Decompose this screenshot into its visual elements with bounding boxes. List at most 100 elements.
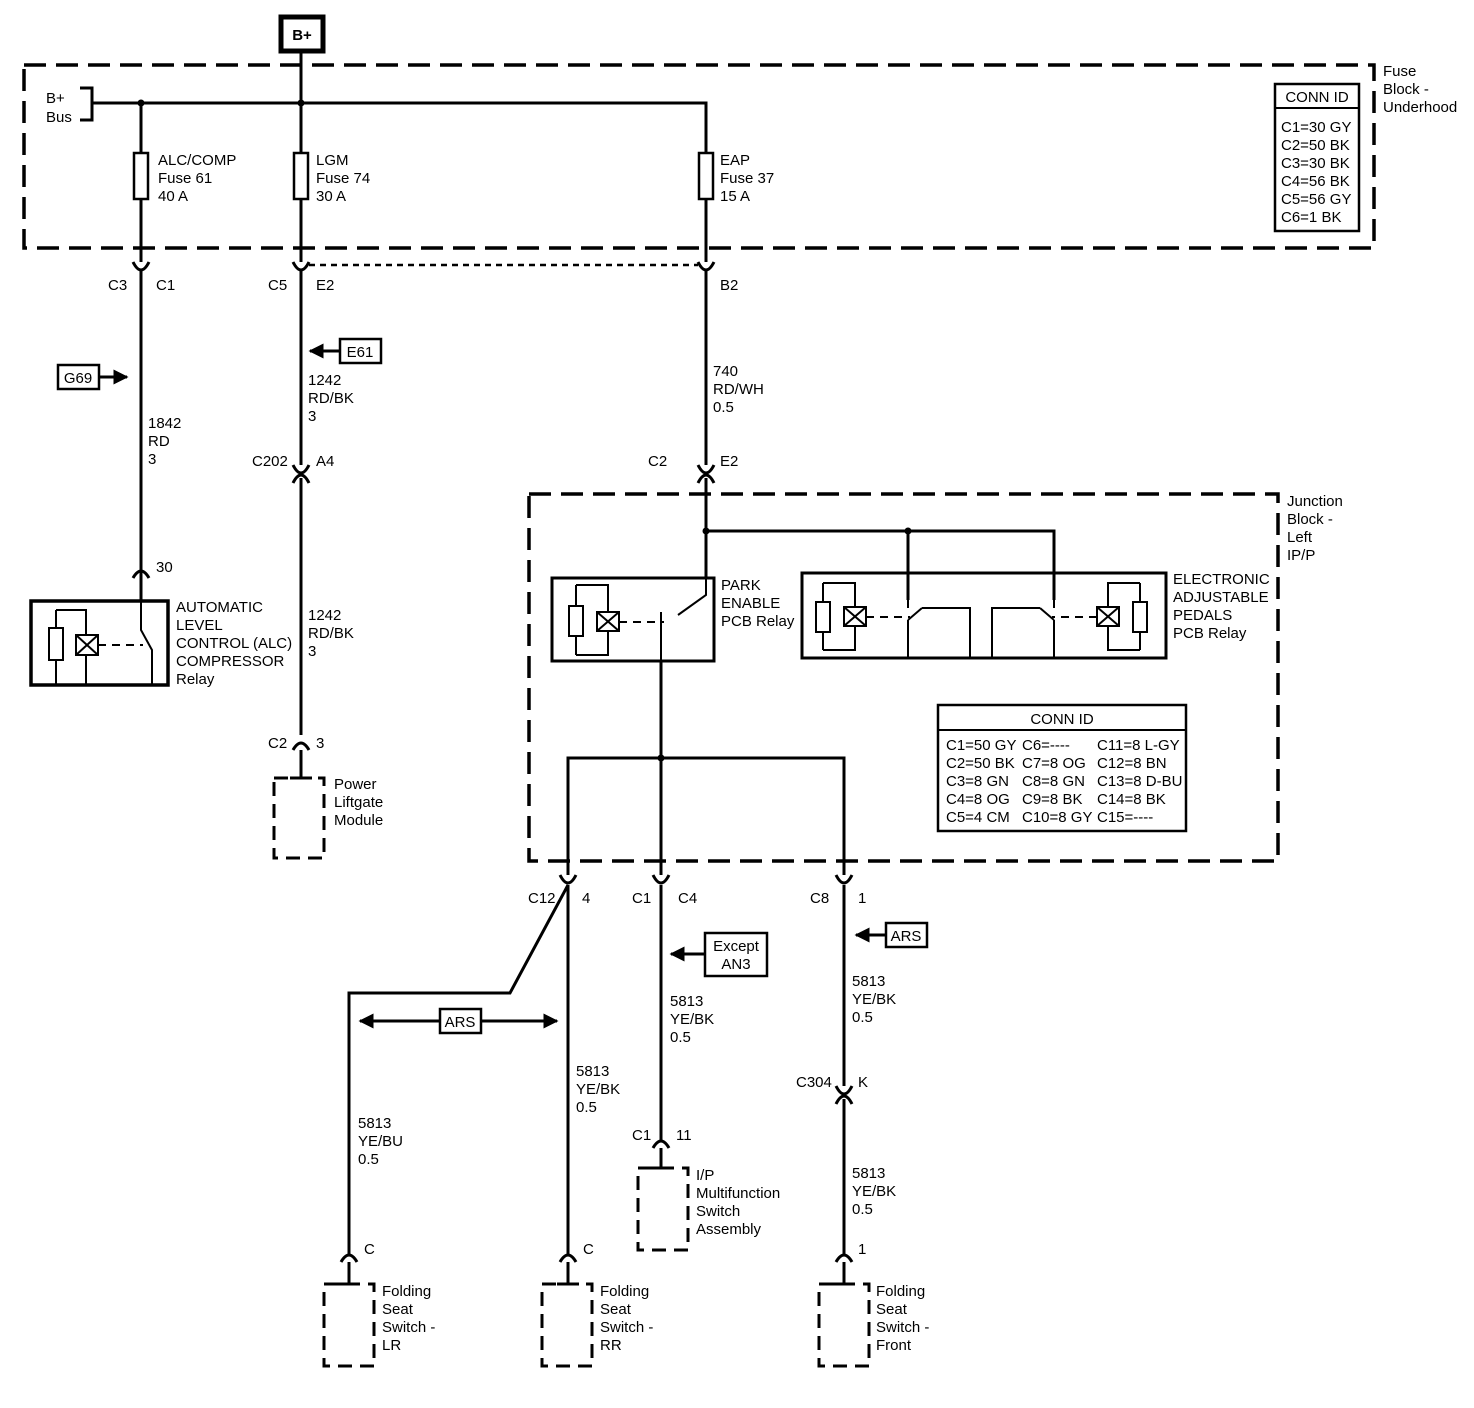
svg-text:Power: Power [334, 776, 377, 793]
fuse-block-title: Fuse Block - Underhood [1383, 63, 1457, 116]
svg-text:ENABLE: ENABLE [721, 595, 780, 612]
svg-text:C12: C12 [528, 890, 556, 907]
svg-text:1842: 1842 [148, 415, 181, 432]
svg-text:CONN ID: CONN ID [1030, 711, 1094, 728]
connector-c1-11: C1 11 [632, 1127, 692, 1149]
svg-text:1242: 1242 [308, 372, 341, 389]
svg-text:Module: Module [334, 812, 383, 829]
svg-text:ARS: ARS [891, 928, 922, 945]
svg-text:C3=8 GN: C3=8 GN [946, 773, 1009, 790]
svg-text:C12=8 BN: C12=8 BN [1097, 755, 1167, 772]
svg-text:C1=30 GY: C1=30 GY [1281, 119, 1351, 136]
svg-text:C3: C3 [108, 277, 127, 294]
folding-seat-switch-front: 1 Folding Seat Switch - Front [817, 1241, 929, 1368]
svg-text:C6=1 BK: C6=1 BK [1281, 209, 1341, 226]
svg-text:E2: E2 [316, 277, 334, 294]
connector-c202: C202 A4 [252, 453, 334, 735]
svg-text:C13=8 D-BU: C13=8 D-BU [1097, 773, 1182, 790]
connector-c12-4: C12 4 [528, 874, 590, 907]
svg-text:Left: Left [1287, 529, 1313, 546]
svg-text:E61: E61 [347, 344, 374, 361]
svg-text:0.5: 0.5 [670, 1029, 691, 1046]
svg-text:AN3: AN3 [721, 956, 750, 973]
svg-text:B+: B+ [46, 90, 65, 107]
svg-text:AUTOMATIC: AUTOMATIC [176, 599, 263, 616]
svg-text:PCB Relay: PCB Relay [1173, 625, 1247, 642]
fuse-block-boundary [22, 63, 1376, 250]
svg-text:K: K [858, 1074, 868, 1091]
svg-text:CONN ID: CONN ID [1285, 89, 1349, 106]
svg-text:0.5: 0.5 [852, 1009, 873, 1026]
fuse-lgm: LGM Fuse 74 30 A [292, 103, 370, 262]
svg-text:ARS: ARS [445, 1014, 476, 1031]
svg-text:C2=50 BK: C2=50 BK [1281, 137, 1350, 154]
connector-c2-e2: C2 E2 [648, 453, 738, 484]
svg-text:C: C [364, 1241, 375, 1258]
fuse-block-conn-id-table: CONN ID C1=30 GY C2=50 BK C3=30 BK C4=56… [1273, 82, 1361, 233]
svg-text:0.5: 0.5 [358, 1151, 379, 1168]
svg-text:CONTROL (ALC): CONTROL (ALC) [176, 635, 292, 652]
svg-text:C4=8 OG: C4=8 OG [946, 791, 1010, 808]
svg-text:C5=56 GY: C5=56 GY [1281, 191, 1351, 208]
svg-text:RD/BK: RD/BK [308, 390, 354, 407]
svg-text:C11=8 L-GY: C11=8 L-GY [1097, 737, 1180, 754]
svg-text:Seat: Seat [382, 1301, 414, 1318]
ip-multifunction-switch: I/P Multifunction Switch Assembly [636, 1148, 780, 1252]
svg-text:C2: C2 [648, 453, 667, 470]
svg-text:LEVEL: LEVEL [176, 617, 223, 634]
svg-text:C304: C304 [796, 1074, 832, 1091]
connector-c1-c4: C1 C4 [632, 874, 697, 907]
connector-c3-c1: C3 C1 [108, 261, 175, 578]
svg-text:Seat: Seat [876, 1301, 908, 1318]
svg-text:EAP: EAP [720, 152, 750, 169]
svg-text:Block -: Block - [1287, 511, 1333, 528]
fuse-eap: EAP Fuse 37 15 A [690, 101, 774, 262]
svg-text:5813: 5813 [852, 1165, 885, 1182]
svg-text:Fuse: Fuse [1383, 63, 1416, 80]
svg-text:C8=8 GN: C8=8 GN [1022, 773, 1085, 790]
svg-text:0.5: 0.5 [852, 1201, 873, 1218]
svg-text:C3=30 BK: C3=30 BK [1281, 155, 1350, 172]
svg-text:11: 11 [676, 1127, 692, 1144]
svg-text:5813: 5813 [576, 1063, 609, 1080]
connector-c304: C304 K [796, 1074, 868, 1255]
svg-text:C14=8 BK: C14=8 BK [1097, 791, 1166, 808]
svg-text:Switch -: Switch - [382, 1319, 435, 1336]
svg-text:ALC/COMP: ALC/COMP [158, 152, 236, 169]
svg-text:G69: G69 [64, 370, 92, 387]
svg-text:COMPRESSOR: COMPRESSOR [176, 653, 285, 670]
junction-block-title: Junction Block - Left IP/P [1287, 493, 1343, 564]
svg-text:Block -: Block - [1383, 81, 1429, 98]
svg-text:C202: C202 [252, 453, 288, 470]
svg-text:C1: C1 [632, 1127, 651, 1144]
svg-text:C5=4 CM: C5=4 CM [946, 809, 1010, 826]
svg-text:E2: E2 [720, 453, 738, 470]
svg-text:3: 3 [308, 643, 316, 660]
eap-relay: ELECTRONIC ADJUSTABLE PEDALS PCB Relay [800, 571, 1270, 660]
svg-text:Assembly: Assembly [696, 1221, 762, 1238]
svg-text:Seat: Seat [600, 1301, 632, 1318]
svg-text:C2=50 BK: C2=50 BK [946, 755, 1015, 772]
svg-text:C5: C5 [268, 277, 287, 294]
ref-g69: G69 [56, 363, 129, 391]
wire-1242-upper: 1242 RD/BK 3 [308, 372, 354, 425]
svg-text:PARK: PARK [721, 577, 761, 594]
svg-text:Fuse 37: Fuse 37 [720, 170, 774, 187]
wire-5813-ip: 5813 YE/BK 0.5 [670, 993, 714, 1046]
svg-text:PEDALS: PEDALS [1173, 607, 1232, 624]
svg-text:Switch -: Switch - [876, 1319, 929, 1336]
svg-text:RD: RD [148, 433, 170, 450]
svg-text:Folding: Folding [382, 1283, 431, 1300]
svg-text:Fuse 74: Fuse 74 [316, 170, 370, 187]
svg-text:740: 740 [713, 363, 738, 380]
svg-text:30: 30 [156, 559, 173, 576]
fuse-alc-comp: ALC/COMP Fuse 61 40 A [132, 103, 236, 262]
svg-text:Liftgate: Liftgate [334, 794, 383, 811]
svg-text:Relay: Relay [176, 671, 215, 688]
svg-text:PCB Relay: PCB Relay [721, 613, 795, 630]
wire-1842: 1842 RD 3 [148, 415, 181, 468]
connector-30: 30 [131, 559, 173, 579]
svg-text:3: 3 [148, 451, 156, 468]
svg-text:LGM: LGM [316, 152, 349, 169]
